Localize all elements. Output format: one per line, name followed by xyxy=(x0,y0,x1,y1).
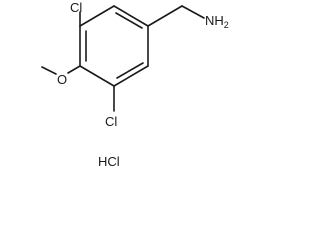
ring-bond xyxy=(79,5,115,27)
benzene-ring xyxy=(79,5,149,87)
bond-methyl xyxy=(41,66,57,75)
bond-to-ch2 xyxy=(147,5,183,27)
ring-bond xyxy=(79,65,115,87)
bond-to-oxygen xyxy=(67,65,81,74)
chlorine-top-label: Cl xyxy=(70,0,82,15)
salt-label: HCl xyxy=(98,154,120,169)
bond-ch2-amine xyxy=(181,5,205,19)
chlorine-bottom-label: Cl xyxy=(105,114,117,129)
ring-double-bond xyxy=(116,62,144,79)
structure-diagram: Cl O Cl NH2 HCl xyxy=(41,0,229,169)
ring-bond xyxy=(113,65,149,87)
amine-label: NH2 xyxy=(205,13,229,30)
ring-double-bond xyxy=(115,12,143,29)
structure-canvas: Cl O Cl NH2 HCl xyxy=(41,0,229,169)
oxygen-label: O xyxy=(57,72,67,87)
ring-bond xyxy=(113,5,149,27)
